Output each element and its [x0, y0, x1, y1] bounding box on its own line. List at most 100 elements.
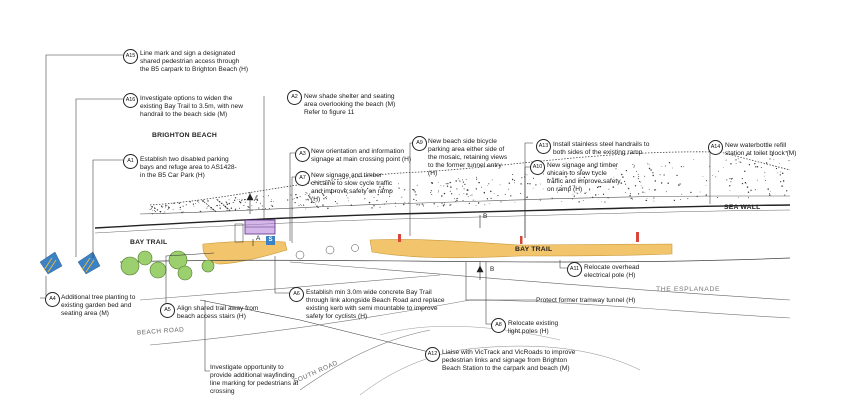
vegetation-dot	[640, 181, 642, 183]
vegetation-dot	[159, 211, 162, 213]
vegetation-dot	[450, 204, 452, 206]
vegetation-dot	[334, 190, 336, 192]
section-a-marker	[246, 192, 254, 246]
vegetation-dot	[582, 173, 584, 175]
vegetation-dot	[228, 199, 230, 201]
vegetation-dot	[659, 174, 661, 176]
vegetation-dot	[525, 196, 527, 198]
vegetation-dot	[325, 198, 327, 200]
tree-canopy	[120, 256, 140, 276]
vegetation-dot	[511, 178, 514, 181]
vegetation-dot	[416, 184, 418, 186]
vegetation-dot	[165, 204, 167, 206]
tree-canopy	[137, 250, 153, 266]
vegetation-dot	[344, 188, 346, 190]
vegetation-dot	[520, 192, 522, 194]
vegetation-dot	[680, 198, 682, 200]
vegetation-dot	[152, 210, 153, 211]
vegetation-dot	[154, 210, 156, 211]
vegetation-dot	[754, 189, 756, 191]
vegetation-dot	[636, 170, 638, 172]
vegetation-dot	[227, 208, 229, 210]
bay-trail-west[interactable]	[202, 240, 288, 265]
vegetation-dot	[268, 195, 269, 197]
vegetation-dot	[672, 167, 673, 169]
vegetation-dot	[317, 206, 319, 209]
vegetation-dot	[373, 197, 375, 199]
vegetation-dot	[578, 201, 580, 203]
vegetation-dot	[708, 165, 710, 167]
vegetation-dot	[270, 200, 272, 203]
vegetation-dot	[303, 204, 305, 206]
vegetation-dot	[526, 174, 528, 176]
vegetation-dot	[226, 202, 228, 204]
vegetation-dot	[438, 191, 439, 193]
vegetation-dot	[513, 179, 515, 181]
vegetation-dot	[347, 197, 349, 199]
vegetation-dot	[592, 196, 594, 198]
vegetation-dot	[723, 166, 724, 168]
vegetation-dot	[168, 208, 169, 210]
vegetation-dot	[379, 186, 381, 188]
vegetation-dot	[373, 189, 375, 191]
shade-shelter[interactable]	[244, 219, 276, 235]
vegetation-dot	[251, 205, 253, 206]
vegetation-dot	[582, 200, 584, 202]
vegetation-dot	[467, 189, 469, 191]
vegetation-dot	[313, 202, 315, 204]
vegetation-dot	[512, 173, 514, 176]
vegetation-dot	[490, 190, 492, 193]
vegetation-dot	[769, 194, 771, 196]
tag-a3: A3	[295, 147, 310, 162]
vegetation-dot	[652, 172, 654, 174]
vegetation-dot	[769, 158, 771, 160]
vegetation-dot	[750, 189, 752, 191]
vegetation-dot	[225, 206, 227, 208]
vegetation-dot	[456, 197, 458, 200]
tag-a7: A7	[295, 171, 310, 186]
vegetation-dot	[456, 188, 458, 190]
vegetation-dot	[781, 172, 784, 175]
vegetation-dot	[572, 193, 574, 195]
vegetation-dot	[273, 200, 275, 202]
vegetation-dot	[631, 198, 634, 200]
vegetation-dot	[632, 164, 634, 165]
vegetation-dot	[322, 204, 324, 206]
vegetation-dot	[395, 206, 397, 207]
vegetation-dot	[730, 163, 732, 165]
vegetation-dot	[687, 198, 689, 200]
vegetation-dot	[225, 201, 227, 203]
vegetation-dot	[705, 184, 707, 186]
vegetation-dot	[683, 166, 685, 168]
vegetation-dot	[456, 199, 458, 201]
sea-wall-label: SEA WALL	[724, 204, 761, 211]
vegetation-dot	[595, 166, 597, 169]
vegetation-dot	[599, 186, 602, 188]
vegetation-dot	[314, 203, 316, 205]
vegetation-dot	[573, 195, 575, 197]
vegetation-dot	[230, 207, 233, 209]
vegetation-dot	[654, 180, 656, 182]
note-a11: Relocate overhead electrical pole (H)	[584, 264, 640, 279]
vegetation-dot	[346, 189, 348, 190]
bay-trail-east[interactable]	[369, 239, 673, 259]
vegetation-dot	[210, 208, 212, 210]
vegetation-dot	[256, 199, 258, 201]
vegetation-dot	[521, 177, 523, 179]
vegetation-dot	[741, 178, 743, 180]
vegetation-dot	[422, 205, 424, 207]
vegetation-dot	[500, 201, 502, 203]
vegetation-dot	[744, 170, 746, 173]
vegetation-dot	[219, 204, 221, 206]
vegetation-dot	[486, 198, 489, 200]
vegetation-dot	[540, 183, 541, 185]
vegetation-dot	[243, 204, 245, 207]
note-a14: New waterbottle refill station at toilet…	[725, 142, 797, 157]
vegetation-dot	[304, 194, 306, 196]
vegetation-dot	[693, 159, 695, 160]
vegetation-dot	[579, 177, 581, 179]
vegetation-dot	[156, 209, 159, 211]
vegetation-dot	[453, 198, 455, 200]
vegetation-dot	[622, 176, 624, 178]
vegetation-dot	[637, 178, 639, 180]
